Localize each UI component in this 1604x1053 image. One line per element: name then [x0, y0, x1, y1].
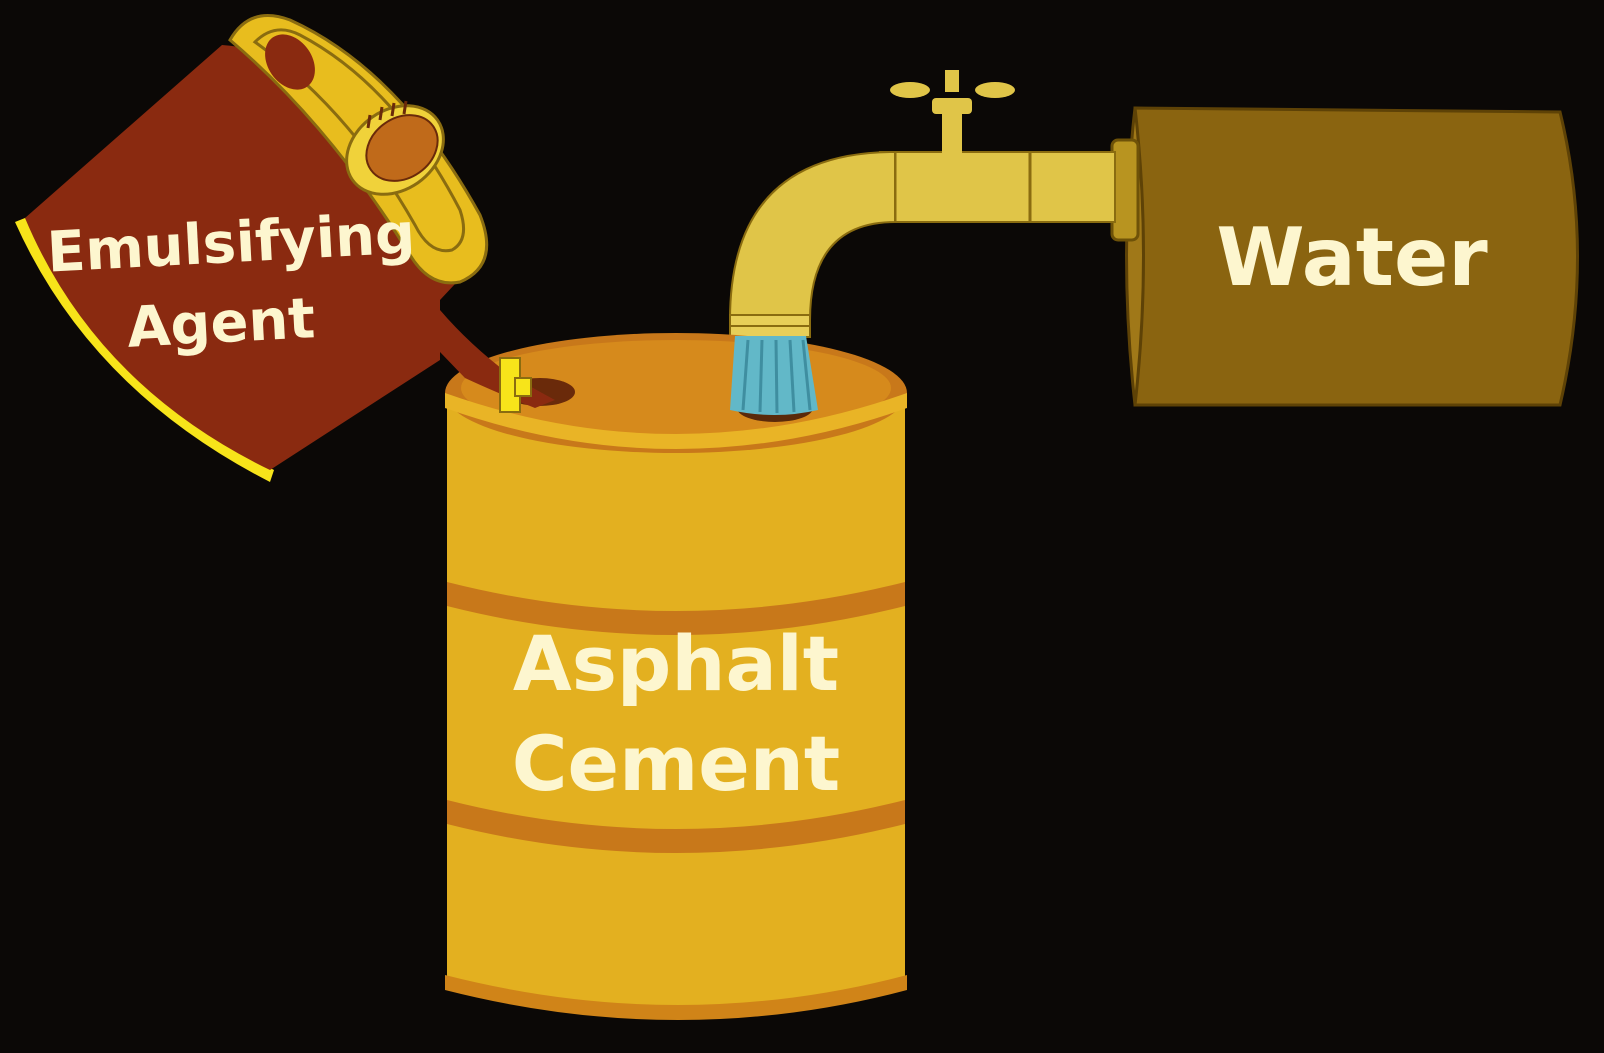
label-asphalt-line1: Asphalt [513, 619, 839, 708]
faucet-valve-stem [942, 110, 962, 155]
label-emulsifier-line2: Agent [125, 286, 316, 361]
faucet-pipe [880, 152, 1115, 222]
faucet-handle-left [890, 82, 930, 98]
label-water: Water [1216, 211, 1488, 304]
label-asphalt-line2: Cement [512, 719, 841, 808]
water-stream-icon [730, 336, 818, 415]
faucet-handle-right [975, 82, 1015, 98]
